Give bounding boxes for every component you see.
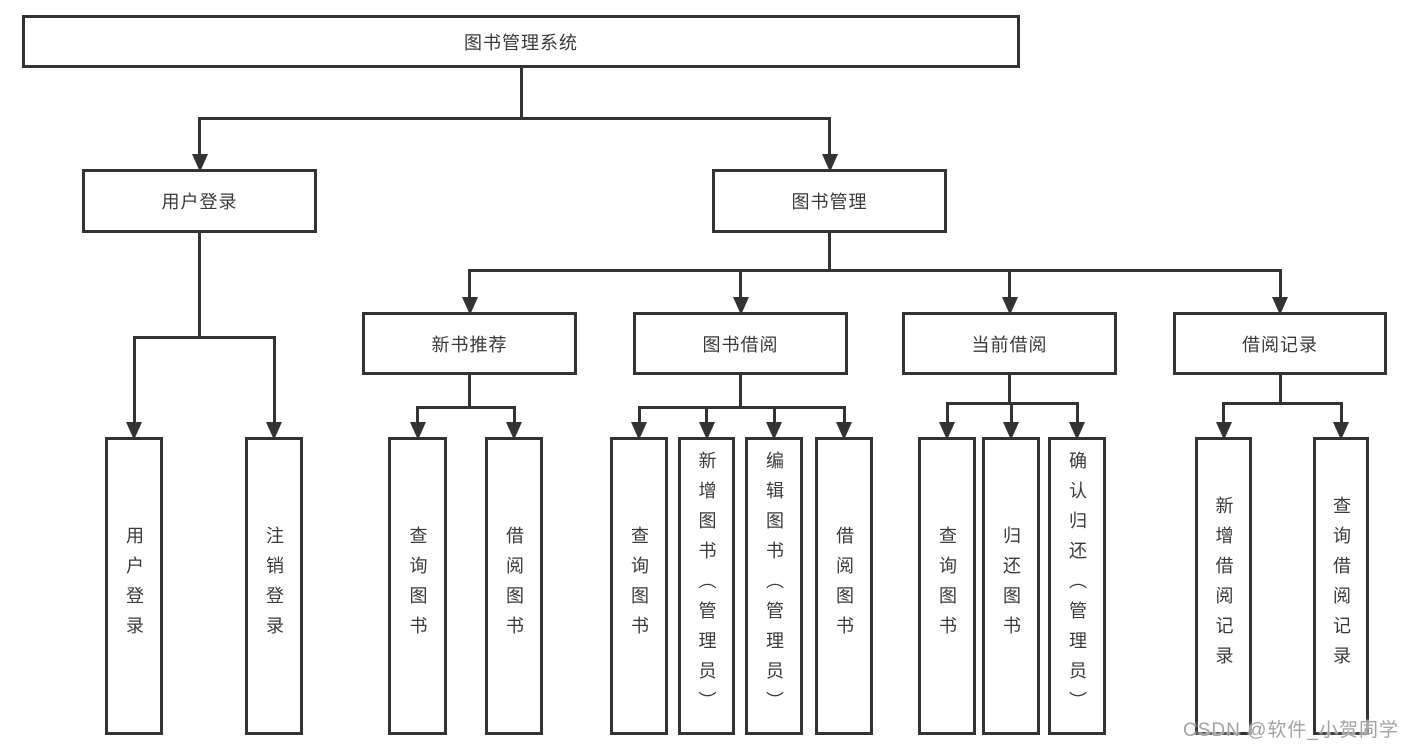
connector-rail xyxy=(468,268,1282,272)
arrowhead-down xyxy=(1215,422,1232,440)
connector-drop xyxy=(739,270,742,303)
node-label: 确认归还（管理员） xyxy=(1067,451,1087,721)
node-leaf-cb-confirm: 确认归还（管理员） xyxy=(1048,437,1106,735)
connector-drop xyxy=(1222,403,1225,428)
arrowhead-down xyxy=(939,422,955,440)
connector-stem xyxy=(198,232,201,339)
arrowhead-down xyxy=(506,422,522,440)
node-label: 当前借阅 xyxy=(971,334,1048,355)
node-label: 借阅图书 xyxy=(504,526,524,646)
node-label: 借阅记录 xyxy=(1242,334,1318,355)
connector-stem xyxy=(468,374,471,409)
node-leaf-nb-borrow: 借阅图书 xyxy=(485,437,543,735)
node-label: 借阅图书 xyxy=(834,526,854,646)
arrowhead-down xyxy=(1333,422,1349,440)
connector-drop xyxy=(468,270,471,303)
node-label: 图书借阅 xyxy=(702,334,779,355)
connector-drop xyxy=(828,118,831,160)
arrowhead-down xyxy=(631,422,647,440)
arrowhead-down xyxy=(266,422,282,440)
arrowhead-down xyxy=(698,422,715,440)
node-leaf-br-query: 查询借阅记录 xyxy=(1313,437,1369,735)
node-leaf-cb-return: 归还图书 xyxy=(982,437,1040,735)
node-current-borrow: 当前借阅 xyxy=(902,312,1117,375)
connector-stem xyxy=(1008,374,1011,405)
arrowhead-down xyxy=(732,297,749,315)
connector-drop xyxy=(198,118,201,160)
node-borrow-records: 借阅记录 xyxy=(1173,312,1387,375)
connector-drop xyxy=(1278,270,1282,303)
connector-stem xyxy=(519,67,523,120)
watermark-text: CSDN @软件_小贺同学 xyxy=(1183,720,1399,741)
connector-stem xyxy=(1278,374,1282,405)
node-label: 用户登录 xyxy=(161,192,238,212)
arrowhead-down xyxy=(821,154,838,172)
node-label: 注销登录 xyxy=(264,526,284,646)
connector-drop xyxy=(132,337,136,428)
node-leaf-cb-query: 查询图书 xyxy=(918,437,976,735)
connector-drop xyxy=(512,407,516,428)
node-leaf-nb-query: 查询图书 xyxy=(388,437,447,735)
arrowhead-down xyxy=(409,422,426,440)
node-label: 编辑图书（管理员） xyxy=(764,451,784,721)
arrowhead-down xyxy=(766,422,782,440)
arrowhead-down xyxy=(836,422,852,440)
connector-drop xyxy=(1339,403,1343,428)
node-book-borrow: 图书借阅 xyxy=(633,312,848,375)
connector-drop xyxy=(416,407,419,428)
arrowhead-down xyxy=(126,422,142,440)
node-user-login: 用户登录 xyxy=(82,169,317,233)
arrowhead-down xyxy=(1272,297,1288,315)
arrowhead-down xyxy=(461,297,478,315)
node-leaf-bb-query: 查询图书 xyxy=(610,437,668,735)
connector-drop xyxy=(1009,403,1013,428)
node-label: 查询图书 xyxy=(407,526,428,646)
node-label: 归还图书 xyxy=(1001,526,1021,646)
node-label: 查询借阅记录 xyxy=(1331,496,1351,676)
node-label: 新增借阅记录 xyxy=(1213,496,1234,676)
connector-drop xyxy=(637,407,641,428)
node-leaf-bb-add: 新增图书（管理员） xyxy=(678,437,735,735)
connector-drop xyxy=(272,337,276,428)
node-label: 图书管理系统 xyxy=(464,32,578,53)
node-label: 新增图书（管理员） xyxy=(696,451,717,721)
connector-rail xyxy=(132,335,276,339)
connector-drop xyxy=(705,407,708,428)
connector-drop xyxy=(945,403,949,428)
connector-drop xyxy=(772,407,776,428)
node-label: 图书管理 xyxy=(791,192,868,212)
node-label: 用户登录 xyxy=(124,526,144,646)
connector-stem xyxy=(739,374,742,409)
connector-drop xyxy=(1075,403,1079,428)
node-label: 查询图书 xyxy=(629,526,649,646)
connector-stem xyxy=(828,232,831,272)
node-book-mgmt: 图书管理 xyxy=(712,169,947,233)
node-label: 新书推荐 xyxy=(431,334,508,355)
arrowhead-down xyxy=(1069,422,1085,440)
node-new-books: 新书推荐 xyxy=(362,312,577,375)
node-leaf-br-add: 新增借阅记录 xyxy=(1195,437,1252,735)
connector-drop xyxy=(842,407,846,428)
node-label: 查询图书 xyxy=(937,526,957,646)
arrowhead-down xyxy=(1001,297,1018,315)
connector-rail xyxy=(198,116,831,120)
connector-rail xyxy=(1222,401,1343,405)
node-leaf-bb-borrow: 借阅图书 xyxy=(815,437,873,735)
node-root: 图书管理系统 xyxy=(22,15,1020,68)
node-leaf-login: 用户登录 xyxy=(105,437,163,735)
arrowhead-down xyxy=(191,154,208,172)
arrowhead-down xyxy=(1003,422,1019,440)
node-leaf-bb-edit: 编辑图书（管理员） xyxy=(745,437,803,735)
connector-rail xyxy=(416,405,516,409)
connector-drop xyxy=(1008,270,1011,303)
connector-rail xyxy=(637,405,846,409)
node-leaf-logout: 注销登录 xyxy=(245,437,303,735)
